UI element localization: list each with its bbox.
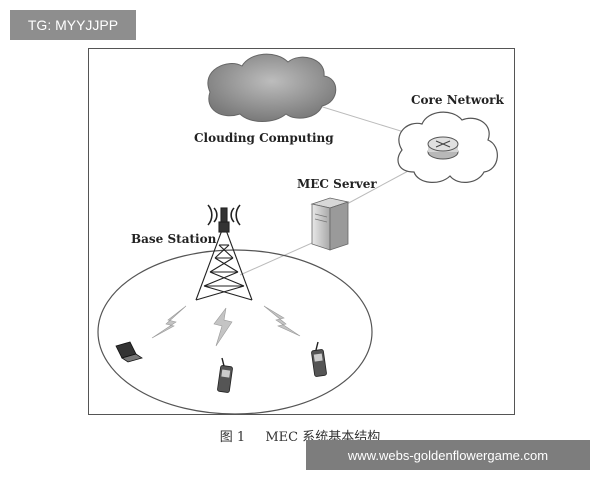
figure-number: 图 1 xyxy=(219,430,246,445)
watermark-top-badge: TG: MYYJJPP xyxy=(10,10,136,40)
core-network-label: Core Network xyxy=(411,93,504,107)
phone-icon xyxy=(311,341,327,377)
mec-core-link xyxy=(344,169,411,206)
cloud-computing-label: Clouding Computing xyxy=(194,131,334,145)
laptop-icon xyxy=(115,341,143,363)
tower-icon xyxy=(195,204,253,301)
lightning-icon xyxy=(151,305,301,347)
phone-icon xyxy=(217,357,233,393)
router-icon xyxy=(427,136,459,160)
cloud-icon xyxy=(207,53,337,122)
mec-server-label: MEC Server xyxy=(297,177,377,191)
base-station-label: Base Station xyxy=(131,232,217,246)
server-icon xyxy=(310,197,350,251)
watermark-bottom-banner: www.webs-goldenflowergame.com xyxy=(306,440,590,470)
coverage-area xyxy=(97,249,373,415)
diagram-frame xyxy=(88,48,515,415)
